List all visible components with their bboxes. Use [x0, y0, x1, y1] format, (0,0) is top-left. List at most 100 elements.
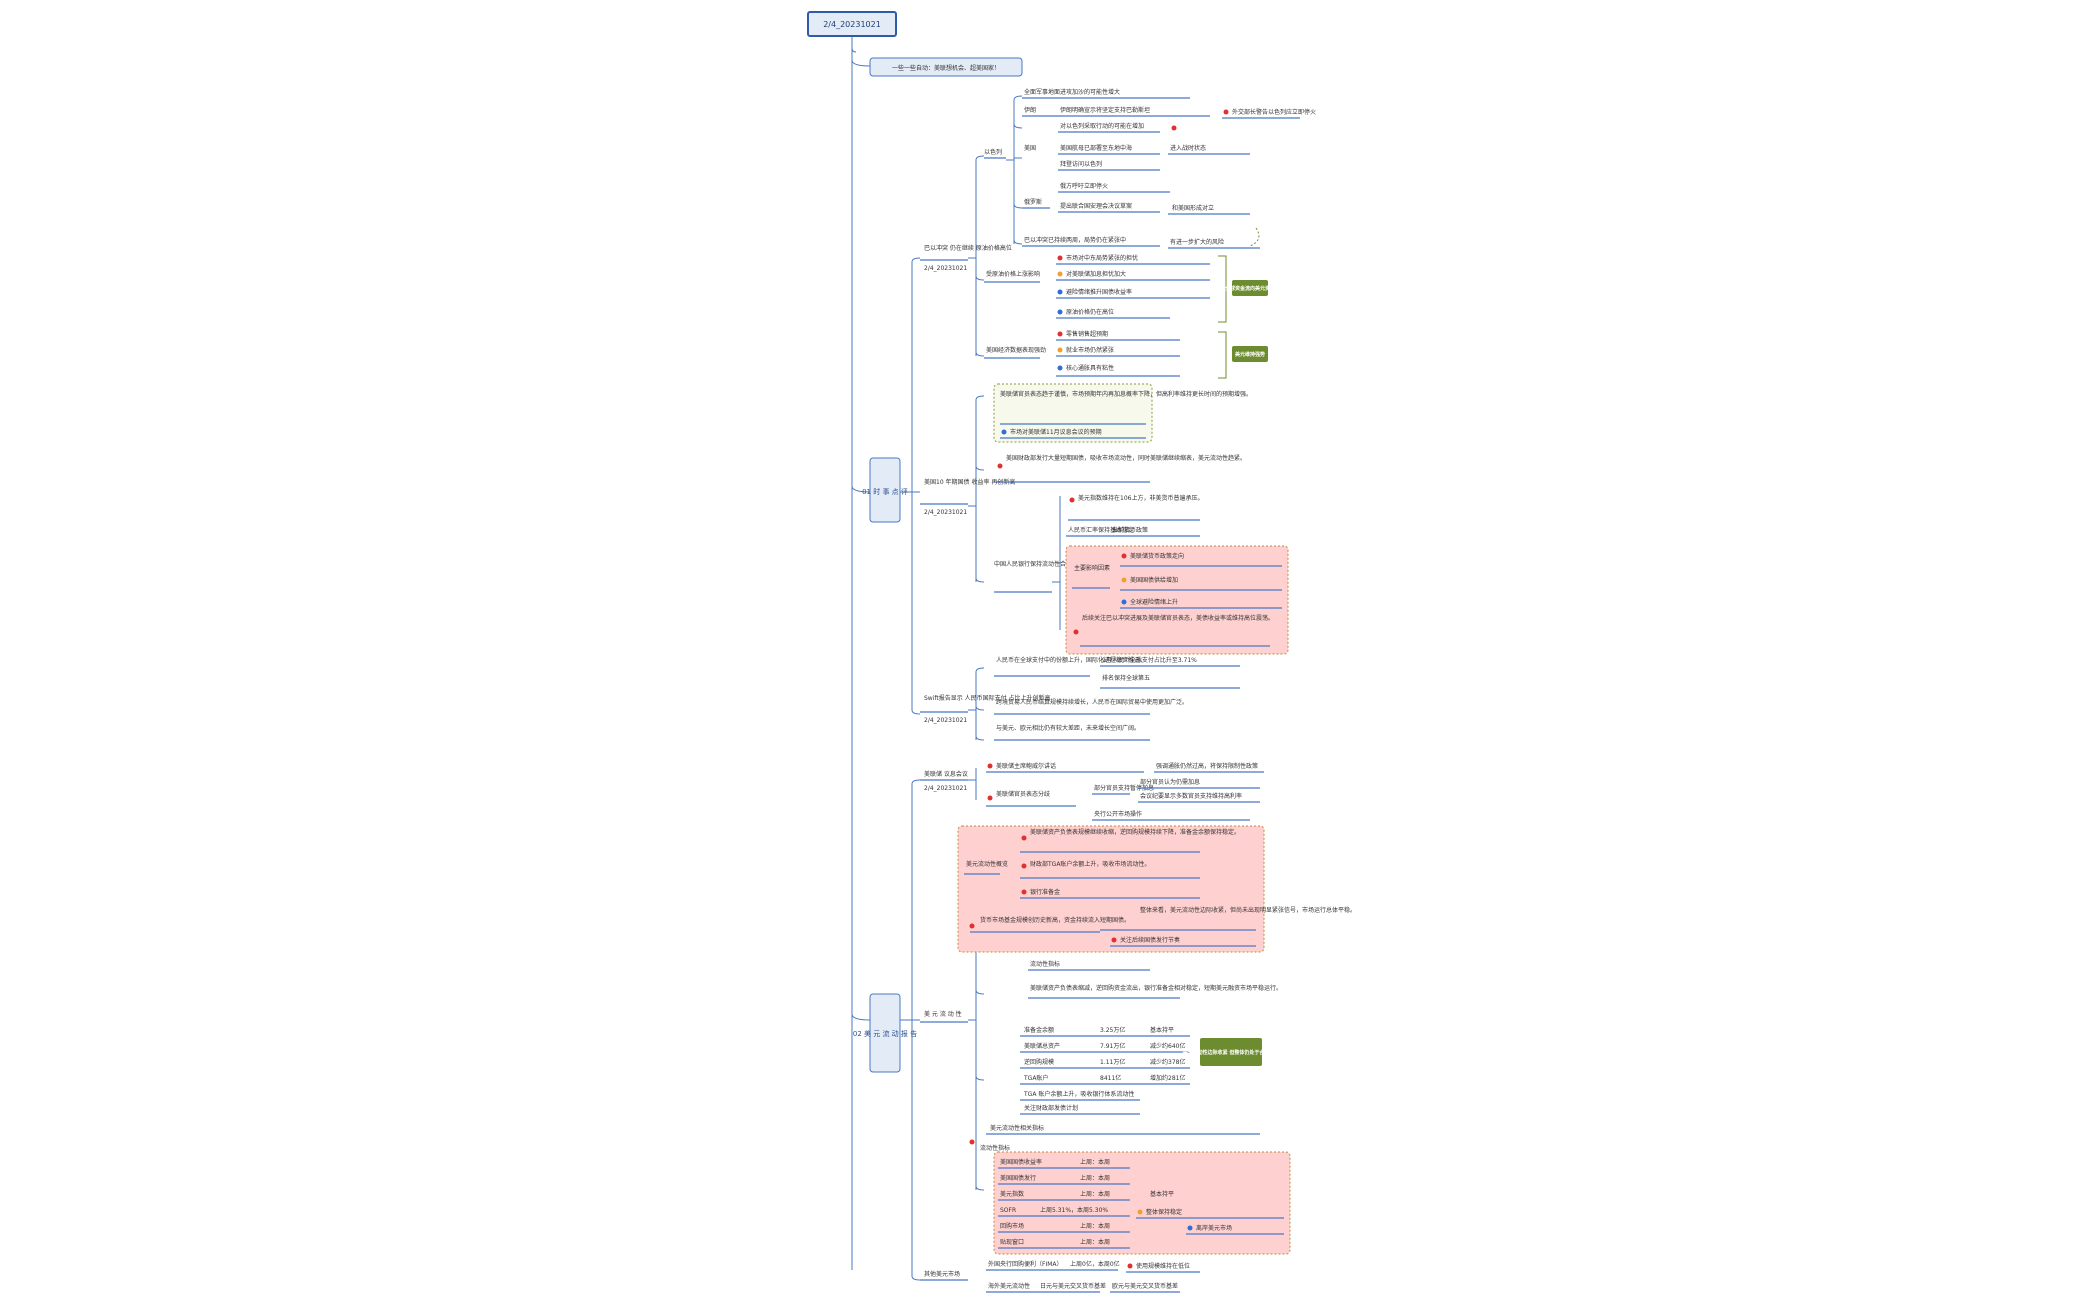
leaf-pk3f: 整体来看，美元流动性边际收紧，但尚未出现明显紧张信号，市场运行总体平稳。	[1140, 906, 1356, 914]
flag-icon	[1069, 497, 1075, 503]
leaf-pk1a: 美联储货币政策走向	[1130, 552, 1184, 560]
leaf-h4a: 上周5.31%，本周5.30%	[1040, 1206, 1108, 1214]
star-icon	[1137, 1209, 1143, 1215]
leaf-h2: 美国国债发行	[1000, 1174, 1036, 1182]
leaf-e1c: 部分官员支持暂停加息	[1094, 784, 1154, 792]
leaf-pk3d: 银行准备金	[1030, 888, 1060, 896]
root-node[interactable]: 2/4_20231021	[807, 11, 897, 37]
leaf-h9: 离岸美元市场	[1196, 1224, 1232, 1232]
flag-icon	[1171, 125, 1177, 131]
leaf-b2: 美国经济数据表现强劲	[986, 346, 1046, 354]
highlight-box-3	[993, 1151, 1291, 1255]
leaf-h9a: 整体保持稳定	[1146, 1208, 1182, 1216]
leaf-f2c: 减少约378亿	[1150, 1058, 1185, 1066]
leaf-c0b: 市场对美联储11月议息会议的预期	[1010, 428, 1102, 436]
leaf-a2c: 对以色列采取行动的可能在增加	[1060, 122, 1144, 130]
leaf-a2: 伊朗	[1024, 106, 1036, 114]
leaf-a4b: 提出联合国安理会决议草案	[1060, 202, 1132, 210]
leaf-b1b: 对美联储加息担忧加大	[1066, 270, 1126, 278]
leaf-c1: 美国财政部发行大量短期国债，吸收市场流动性，同时美联储继续缩表，美元流动性趋紧。	[1006, 454, 1246, 462]
tag-3-label: 美元流动性边际收紧 但整体仍处于合理区间	[1183, 1049, 1280, 1056]
leaf-d1a: 9月人民币全球支付占比升至3.71%	[1102, 656, 1197, 664]
leaf-f4v: 3.25万亿	[1100, 1026, 1125, 1034]
flag-icon	[1021, 889, 1027, 895]
leaf-a3: 美国	[1024, 144, 1036, 152]
star-icon	[1057, 347, 1063, 353]
branch-2-label: 美国10 年期国债 收益率 再创新高	[924, 478, 1015, 486]
branch-2-leaves: 美联储官员表态趋于谨慎，市场预期年内再加息概率下降，但高利率维持更长时间的预期增…	[993, 383, 1289, 655]
leaf-h1: 美国国债收益率	[1000, 1158, 1042, 1166]
leaf-e1a: 强调通胀仍然过高，将保持限制性政策	[1156, 762, 1258, 770]
flag-icon	[987, 763, 993, 769]
leaf-h6: 贴现窗口	[1000, 1238, 1024, 1246]
section-node-02[interactable]: 02 美 元 流 动 报 告	[853, 993, 917, 1073]
branch-4[interactable]: 美联储 议息会议 2/4_20231021	[920, 770, 968, 792]
leaf-h3: 美元指数	[1000, 1190, 1024, 1198]
leaf-d3: 与美元、欧元相比仍有较大差距，未来增长空间广阔。	[996, 724, 1140, 732]
info-icon	[1057, 365, 1063, 371]
flag-icon	[1057, 255, 1063, 261]
intro-node[interactable]: 一些一些自动：美联想机会、超美国家！	[869, 57, 1023, 77]
branch-3[interactable]: Swift报告显示 人民币国际支付 占比上升创新高 2/4_20231021	[920, 694, 1051, 724]
leaf-a2a: 伊朗明确宣示将坚定支持巴勒斯坦	[1060, 106, 1150, 114]
leaf-a3a: 美国航母已部署至东地中海	[1060, 144, 1132, 152]
branch-1-date: 2/4_20231021	[924, 265, 967, 272]
leaf-a3c: 进入战时状态	[1170, 144, 1206, 152]
flag-icon	[1121, 553, 1127, 559]
branch-6[interactable]: 其他美元市场	[920, 1270, 968, 1281]
leaf-f5a: 关注财政部发债计划	[1024, 1104, 1078, 1112]
flag-icon	[1127, 1263, 1133, 1269]
leaf-f4c: 基本持平	[1150, 1026, 1174, 1034]
leaf-pk3h: 关注后续国债发行节奏	[1120, 936, 1180, 944]
leaf-a4a: 俄方呼吁立即停火	[1060, 182, 1108, 190]
leaf-a4c: 和美国形成对立	[1172, 204, 1214, 212]
leaf-h7b: 使用规模维持在低位	[1136, 1262, 1190, 1270]
intro-label: 一些一些自动：美联想机会、超美国家！	[892, 64, 1000, 72]
info-icon	[1057, 289, 1063, 295]
leaf-pk3gx: 流动性指标	[980, 1144, 1010, 1152]
section-node-01[interactable]: 01 时 事 点 评	[862, 457, 908, 523]
section-02-label: 02 美 元 流 动 报 告	[853, 1029, 917, 1038]
leaf-b1a: 市场对中东局势紧张的担忧	[1066, 254, 1138, 262]
leaf-d1: 人民币在全球支付中的份额上升，国际化进程稳步推进。	[996, 656, 1146, 664]
leaf-h8a: 日元与美元交叉货币基差	[1040, 1282, 1106, 1290]
leaf-d2: 跨境贸易人民币结算规模持续增长，人民币在国际贸易中使用更加广泛。	[996, 698, 1188, 706]
tag-badge	[1232, 346, 1268, 362]
branch-5-label: 美 元 流 动 性	[924, 1010, 962, 1018]
leaf-h5a: 上周：本周	[1080, 1222, 1110, 1230]
leaf-h2a: 上周：本周	[1080, 1174, 1110, 1182]
leaf-h7: 外国央行回购便利（FIMA）	[988, 1260, 1063, 1268]
highlight-box-1	[1065, 545, 1289, 655]
leaf-pk1b: 美国国债供给增加	[1130, 576, 1178, 584]
tag-1-label: 全球资金流向美元资产	[1224, 285, 1275, 292]
flag-icon	[969, 1139, 975, 1145]
branch-1-label: 巴以冲突 仍在继续 原油价格高位	[924, 244, 1012, 252]
flag-icon	[1057, 331, 1063, 337]
branch-1[interactable]: 巴以冲突 仍在继续 原油价格高位 2/4_20231021	[920, 244, 1012, 272]
leaf-h4: SOFR	[1000, 1207, 1016, 1214]
leaf-a2b: 外交部长警告以色列应立即停火	[1232, 108, 1316, 116]
branch-3-label: Swift报告显示 人民币国际支付 占比上升创新高	[924, 694, 1051, 702]
leaf-pk1c: 全球避险情绪上升	[1130, 598, 1178, 606]
leaf-pk3c: 财政部TGA账户余额上升，吸收市场流动性。	[1030, 860, 1150, 868]
flag-icon	[1111, 937, 1117, 943]
branch-6-label: 其他美元市场	[924, 1270, 960, 1278]
leaf-h8b: 欧元与美元交叉货币基差	[1112, 1282, 1178, 1290]
star-icon	[1121, 577, 1127, 583]
leaf-a5: 巴以冲突已持续两周，局势仍在紧张中	[1024, 236, 1126, 244]
leaf-pk3a: 美元流动性概览	[966, 860, 1008, 868]
leaf-c0: 美联储官员表态趋于谨慎，市场预期年内再加息概率下降，但高利率维持更长时间的预期增…	[1000, 390, 1252, 398]
leaf-b2a: 零售销售超预期	[1066, 330, 1108, 338]
branch-3-leaves: 人民币在全球支付中的份额上升，国际化进程稳步推进。 9月人民币全球支付占比升至3…	[994, 656, 1240, 741]
leaf-h0: 美元流动性相关指标	[990, 1124, 1044, 1132]
leaf-h3a: 上周：本周	[1080, 1190, 1110, 1198]
leaf-a5b: 有进一步扩大的风险	[1170, 238, 1224, 246]
section-01-label: 01 时 事 点 评	[862, 487, 908, 496]
branch-4-leaves: 美联储主席鲍威尔讲话 强调通胀仍然过高，将保持限制性政策 美联储官员表态分歧 部…	[986, 762, 1264, 821]
branch-5[interactable]: 美 元 流 动 性	[920, 1010, 968, 1023]
branch-2[interactable]: 美国10 年期国债 收益率 再创新高 2/4_20231021	[920, 478, 1015, 516]
leaf-pk3g: 流动性指标	[1030, 960, 1060, 968]
leaf-f1c: 减少约640亿	[1150, 1042, 1185, 1050]
leaf-b1d: 原油价格仍在高位	[1066, 308, 1114, 316]
